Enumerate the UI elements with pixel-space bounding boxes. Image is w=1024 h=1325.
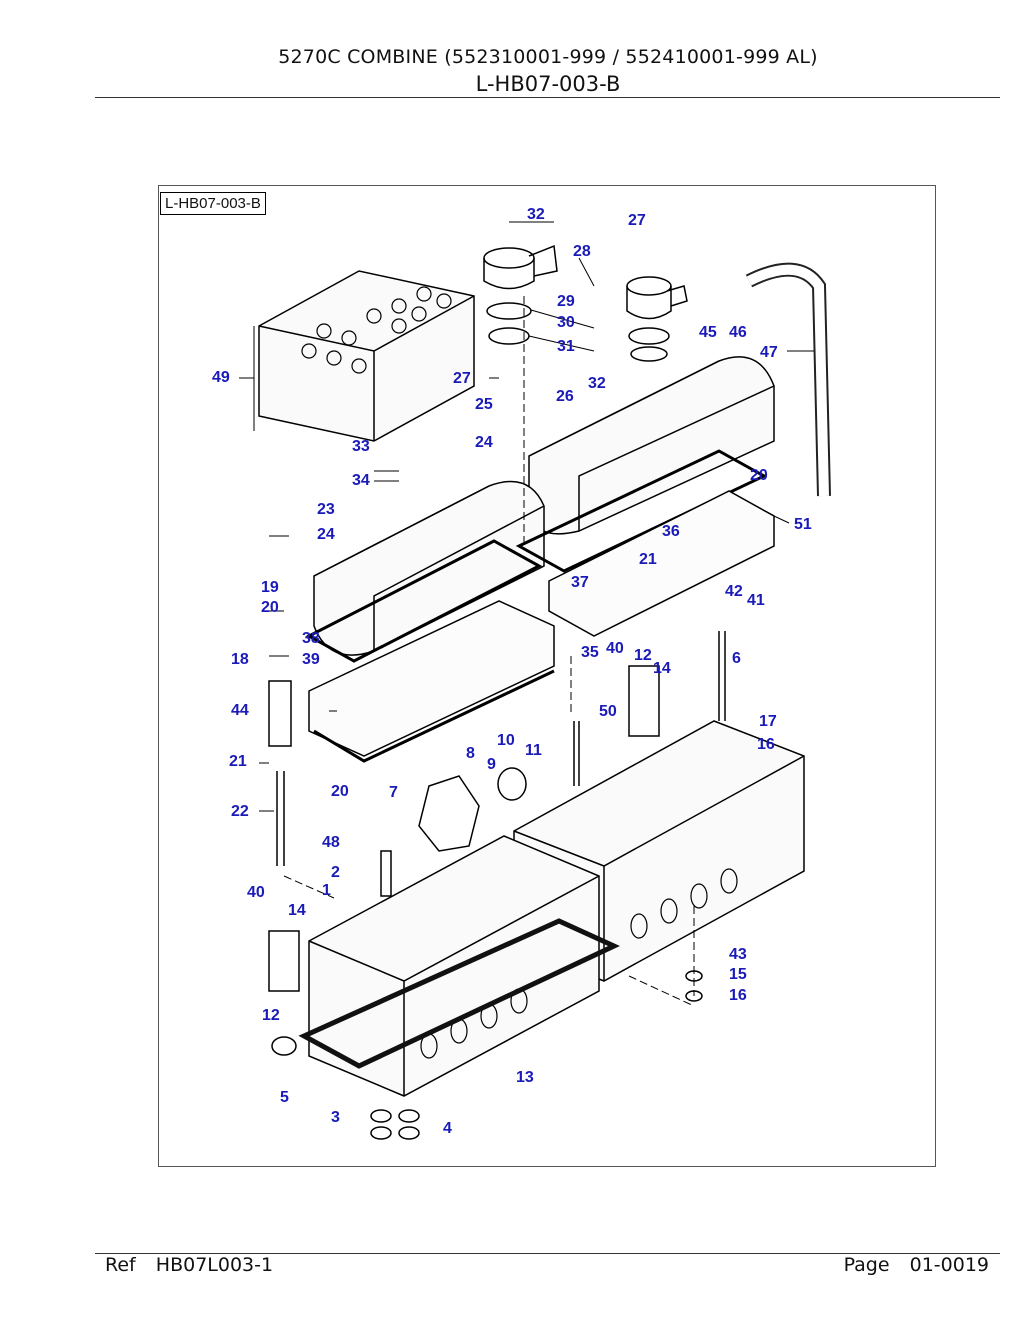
callout-label: 3 — [331, 1109, 340, 1126]
callout-label: 20 — [331, 783, 349, 800]
callout-label: 15 — [729, 966, 747, 983]
callout-label: 48 — [322, 834, 340, 851]
footer-rule — [95, 1253, 1000, 1254]
callout-label: 30 — [557, 314, 575, 331]
callout-label: 7 — [389, 784, 398, 801]
callout-label: 50 — [599, 703, 617, 720]
callout-label: 34 — [352, 472, 370, 489]
callout-label: 29 — [557, 293, 575, 310]
header-rule — [95, 97, 1000, 98]
document-code: L-HB07-003-B — [475, 72, 621, 96]
figure-tag: L-HB07-003-B — [160, 192, 266, 215]
ref-label: Ref — [105, 1254, 136, 1276]
callout-label: 14 — [653, 660, 671, 677]
callout-label: 1 — [322, 882, 331, 899]
callout-label: 46 — [729, 324, 747, 341]
callout-label: 16 — [729, 987, 747, 1004]
exploded-diagram-frame — [158, 185, 936, 1167]
callout-label: 22 — [231, 803, 249, 820]
callout-label: 41 — [747, 592, 765, 609]
callout-label: 8 — [466, 745, 475, 762]
callout-label: 9 — [487, 756, 496, 773]
callout-label: 12 — [262, 1007, 280, 1024]
callout-label: 40 — [606, 640, 624, 657]
callout-label: 35 — [581, 644, 599, 661]
callout-label: 14 — [288, 902, 306, 919]
callout-label: 21 — [229, 753, 247, 770]
callout-label: 16 — [757, 736, 775, 753]
callout-label: 37 — [571, 574, 589, 591]
callout-label: 40 — [247, 884, 265, 901]
callout-label: 47 — [760, 344, 778, 361]
callout-label: 36 — [662, 523, 680, 540]
callout-label: 24 — [475, 434, 493, 451]
callout-label: 20 — [261, 599, 279, 616]
document-title: 5270C COMBINE (552310001-999 / 552410001… — [278, 46, 818, 68]
callout-label: 21 — [639, 551, 657, 568]
callout-label: 38 — [302, 630, 320, 647]
callout-label: 26 — [556, 388, 574, 405]
callout-label: 6 — [732, 650, 741, 667]
footer-page: Page 01-0019 — [844, 1254, 989, 1276]
footer-ref: Ref HB07L003-1 — [105, 1254, 273, 1276]
callout-label: 23 — [317, 501, 335, 518]
callout-label: 33 — [352, 438, 370, 455]
callout-label: 2 — [331, 864, 340, 881]
callout-label: 20 — [750, 467, 768, 484]
callout-label: 13 — [516, 1069, 534, 1086]
callout-label: 18 — [231, 651, 249, 668]
callout-label: 27 — [628, 212, 646, 229]
callout-label: 24 — [317, 526, 335, 543]
callout-label: 31 — [557, 338, 575, 355]
callout-label: 11 — [525, 742, 542, 759]
callout-label: 44 — [231, 702, 249, 719]
callout-label: 42 — [725, 583, 743, 600]
callout-label: 32 — [588, 375, 606, 392]
callout-label: 25 — [475, 396, 493, 413]
callout-label: 39 — [302, 651, 320, 668]
page-number: 01-0019 — [909, 1254, 989, 1276]
callout-label: 45 — [699, 324, 717, 341]
callout-label: 49 — [212, 369, 230, 386]
callout-label: 17 — [759, 713, 777, 730]
callout-label: 19 — [261, 579, 279, 596]
callout-label: 10 — [497, 732, 515, 749]
callout-label: 32 — [527, 206, 545, 223]
callout-label: 43 — [729, 946, 747, 963]
callout-label: 28 — [573, 243, 591, 260]
callout-label: 27 — [453, 370, 471, 387]
callout-label: 51 — [794, 516, 812, 533]
callout-label: 12 — [634, 647, 652, 664]
callout-label: 5 — [280, 1089, 289, 1106]
callout-label: 4 — [443, 1120, 452, 1137]
page-label: Page — [843, 1254, 890, 1276]
ref-value: HB07L003-1 — [155, 1254, 274, 1276]
engine-head-exploded-view — [239, 221, 831, 1140]
